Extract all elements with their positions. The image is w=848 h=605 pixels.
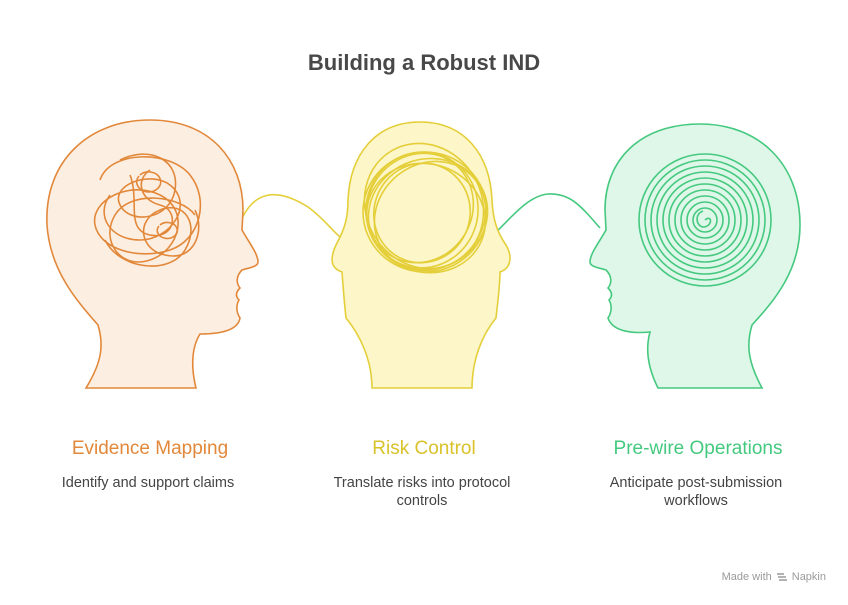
stage-description-evidence-mapping: Identify and support claims	[61, 475, 235, 491]
head-silhouette-right	[589, 123, 801, 389]
stage-label-pre-wire-operations: Pre-wire Operations	[613, 438, 783, 459]
connector-thread-2	[487, 193, 601, 241]
loose-circle-scribble-icon	[362, 142, 489, 274]
page-title: Building a Robust IND	[307, 50, 541, 75]
footer-prefix: Made with	[721, 571, 772, 583]
connector-thread-1	[237, 194, 341, 238]
stage-label-evidence-mapping: Evidence Mapping	[71, 438, 229, 459]
made-with-napkin-footer[interactable]: Made with Napkin	[722, 571, 826, 583]
head-silhouette-middle	[331, 121, 511, 389]
tangled-scribble-icon	[93, 153, 202, 267]
spiral-icon	[638, 153, 772, 287]
stage-description-risk-control: Translate risks into protocol controls	[333, 475, 511, 509]
footer-brand: Napkin	[791, 571, 826, 583]
napkin-logo-icon	[776, 573, 787, 581]
stage-description-pre-wire-operations: Anticipate post-submission workflows	[609, 475, 783, 509]
stage-label-risk-control: Risk Control	[372, 438, 476, 459]
